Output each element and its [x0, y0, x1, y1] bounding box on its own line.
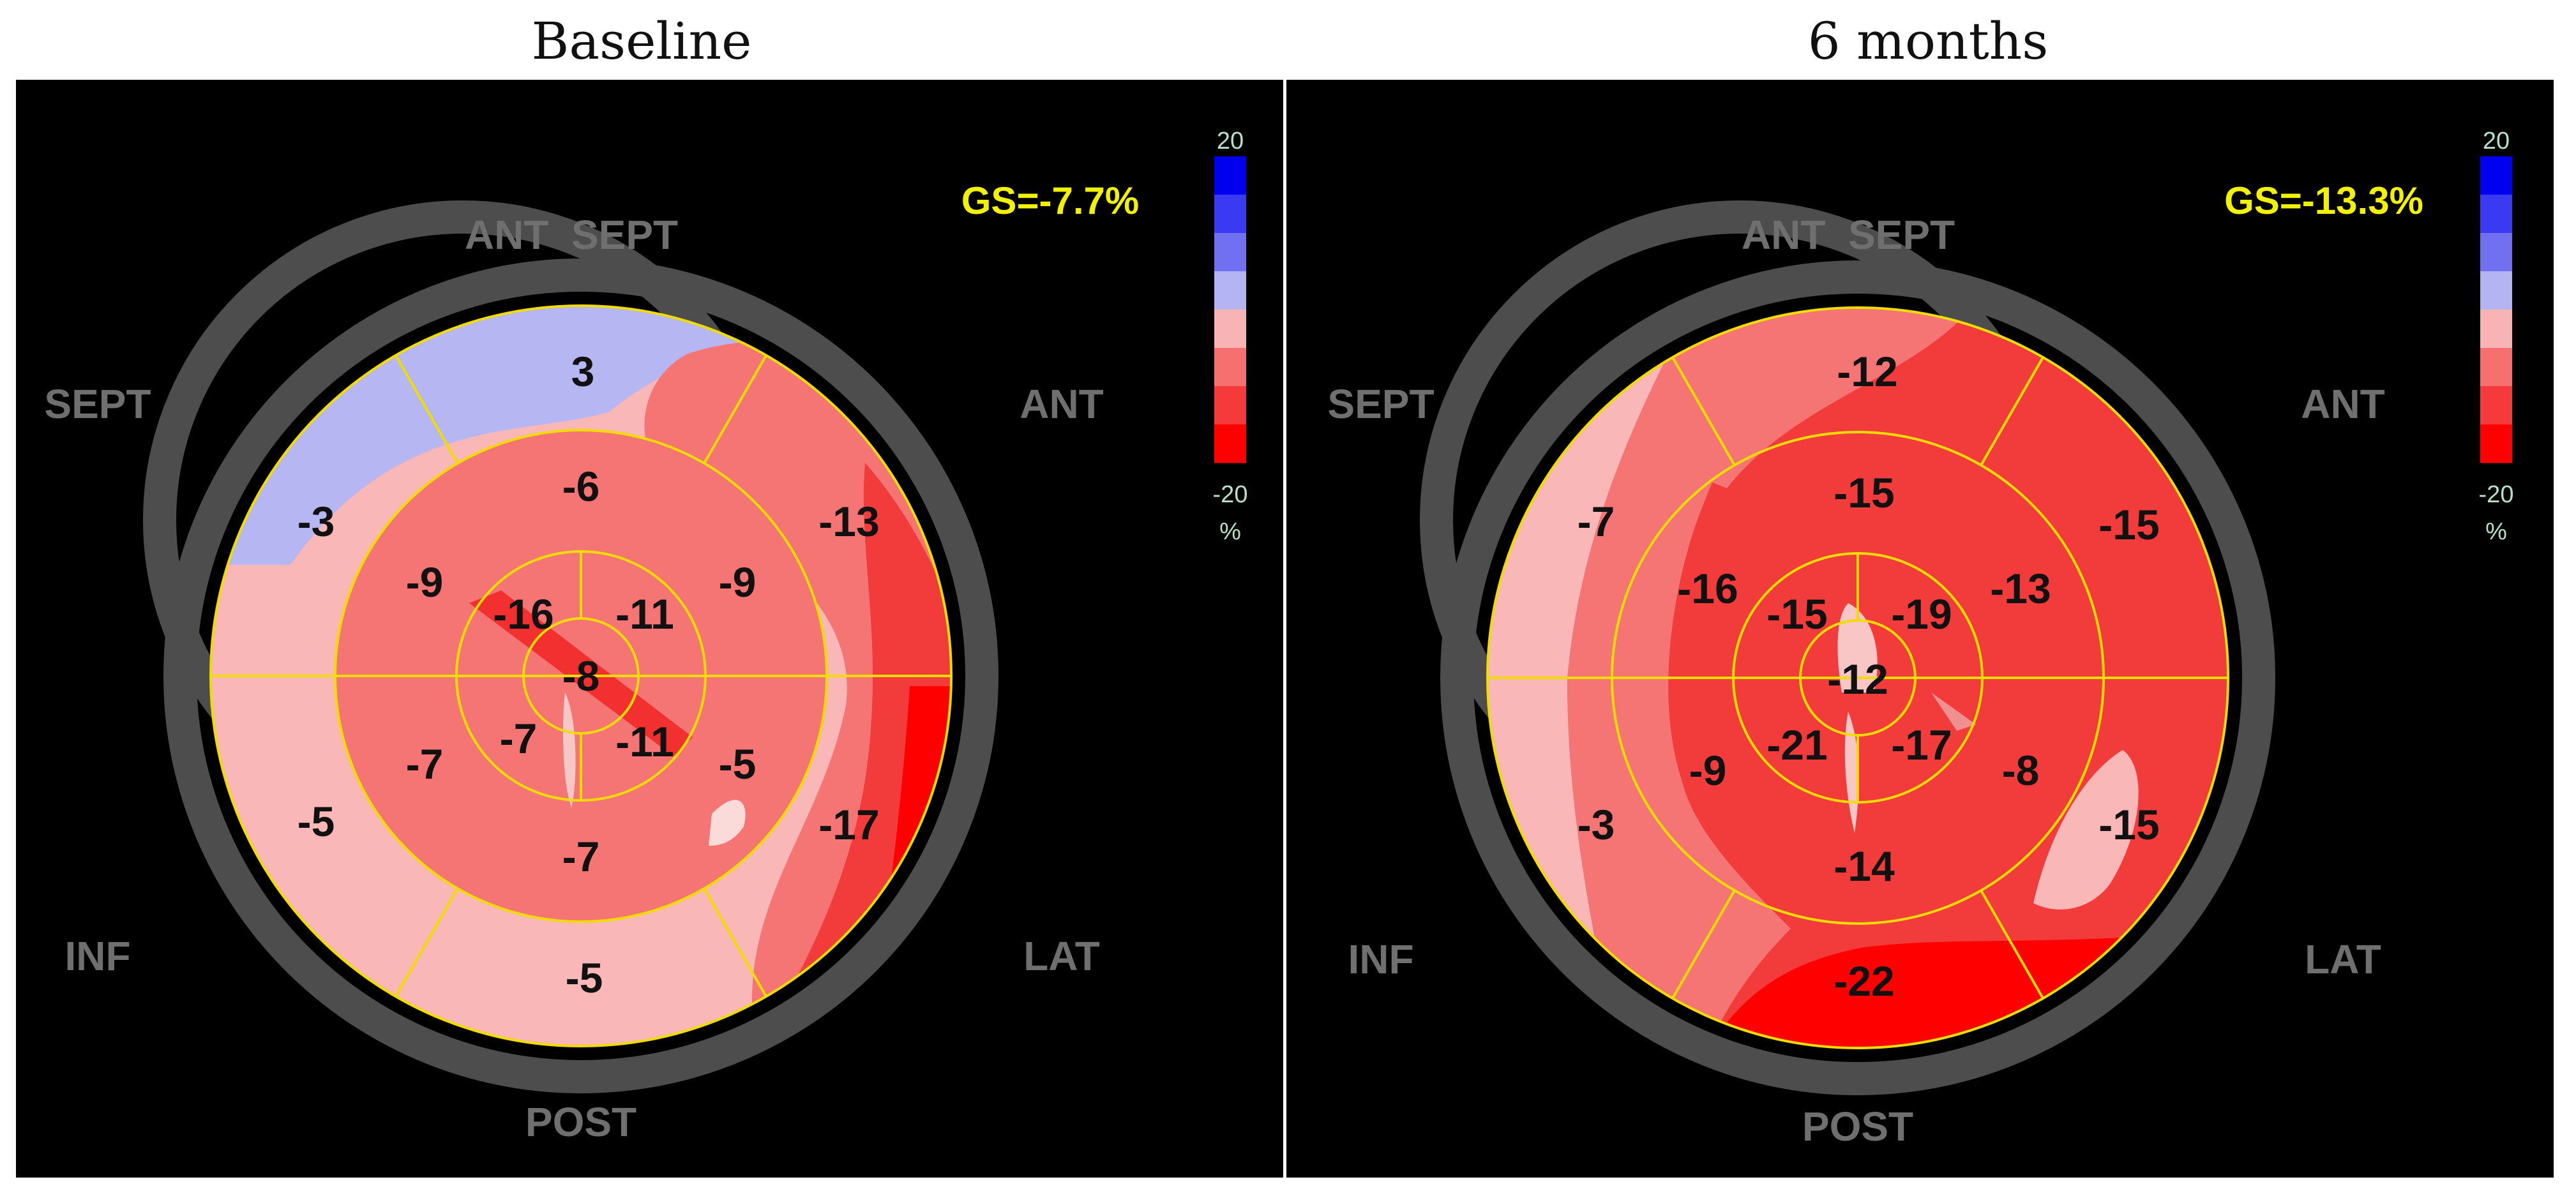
segment-value: -15: [2098, 501, 2159, 548]
segment-value: -7: [500, 715, 538, 762]
segment-value: -17: [818, 801, 879, 848]
segment-value: -12: [1837, 348, 1897, 395]
scale-max-label: 20: [2483, 128, 2510, 154]
scale-swatch: [1214, 195, 1246, 234]
scale-bar: [2480, 156, 2512, 463]
wall-label-inf: INF: [1348, 936, 1413, 982]
scale-max-label: 20: [1217, 128, 1244, 154]
segment-grid: [209, 304, 953, 1047]
segment-value: -16: [1677, 565, 1738, 612]
scale-swatch: [2480, 233, 2512, 272]
wall-label-post: POST: [1802, 1104, 1913, 1149]
apex-value: -8: [562, 652, 600, 700]
scale-swatch: [1214, 271, 1246, 310]
color-scale: 20 -20 %: [2479, 128, 2514, 545]
segment-value: -15: [1766, 590, 1827, 638]
scale-swatch: [2480, 424, 2512, 463]
bullseye-plot-6-months: -12 -15 -15 -22 -3 -7 -15 -13 -8 -14 -9 …: [1327, 128, 2514, 1149]
wall-label-post: POST: [525, 1099, 636, 1145]
segment-value: -3: [1578, 801, 1615, 848]
scale-swatch: [2480, 348, 2512, 387]
scale-swatch: [1214, 348, 1246, 387]
panel-title-6-months: 6 months: [1807, 11, 2049, 71]
scale-swatch: [1214, 386, 1246, 425]
scale-swatch: [1214, 233, 1246, 272]
segment-value: -8: [2002, 747, 2040, 794]
scale-swatch: [2480, 271, 2512, 310]
scale-swatch: [2480, 310, 2512, 348]
segment-value: -22: [1834, 957, 1894, 1005]
apex-value: -12: [1827, 655, 1888, 703]
wall-label-sept: SEPT: [44, 381, 151, 427]
segment-value: -14: [1834, 842, 1895, 890]
segment-value: -7: [406, 740, 444, 788]
segment-value: -17: [1891, 721, 1952, 768]
segment-value: -15: [2098, 801, 2159, 848]
segment-grid: [1486, 306, 2229, 1049]
scale-swatch: [2480, 386, 2512, 425]
segment-value: -13: [818, 498, 879, 545]
segment-value: -11: [615, 718, 674, 765]
segment-value: -3: [298, 498, 335, 545]
segment-value: -11: [615, 590, 674, 638]
segment-value: -5: [719, 740, 757, 788]
outer-ring: [163, 258, 998, 1093]
color-scale: 20 -20 %: [1213, 128, 1248, 545]
bullseye-plot-baseline: 3 -13 -17 -5 -5 -3 -6 -9 -5 -7 -7 -9 -11…: [44, 128, 1248, 1145]
scale-min-label: -20: [1213, 481, 1248, 508]
scale-swatch: [2480, 156, 2512, 195]
scale-swatch: [1214, 156, 1246, 195]
wall-label-ant-sept: ANT SEPT: [465, 212, 678, 258]
panel-title-baseline: Baseline: [531, 11, 752, 71]
segment-value: -7: [1578, 498, 1615, 545]
segment-value: -5: [566, 954, 603, 1001]
wall-label-lat: LAT: [2305, 936, 2381, 982]
segment-value: -19: [1891, 590, 1952, 638]
outer-ring: [1440, 260, 2275, 1095]
segment-value: -9: [406, 558, 444, 606]
wall-label-ant: ANT: [2301, 381, 2385, 427]
bullseye-panel-baseline: 3 -13 -17 -5 -5 -3 -6 -9 -5 -7 -7 -9 -11…: [16, 80, 1283, 1178]
wall-label-sept: SEPT: [1327, 381, 1434, 427]
scale-swatch: [1214, 424, 1246, 463]
segment-value: -13: [1990, 565, 2051, 612]
wall-label-lat: LAT: [1023, 933, 1100, 979]
segment-value: -6: [562, 463, 600, 510]
scale-bar: [1214, 156, 1246, 463]
wall-label-ant: ANT: [1020, 381, 1104, 427]
segment-value: -21: [1766, 721, 1827, 768]
segment-value: -9: [1689, 747, 1727, 794]
wall-label-inf: INF: [64, 933, 130, 979]
global-strain-label: GS=-13.3%: [2224, 179, 2423, 222]
segment-values: 3 -13 -17 -5 -5 -3 -6 -9 -5 -7 -7 -9 -11…: [298, 348, 880, 1001]
segment-value: -15: [1834, 469, 1894, 516]
segment-value: -5: [298, 798, 335, 845]
scale-min-label: -20: [2479, 481, 2514, 508]
segment-values: -12 -15 -15 -22 -3 -7 -15 -13 -8 -14 -9 …: [1578, 348, 2160, 1005]
scale-unit-label: %: [1219, 518, 1241, 545]
segment-value: 3: [571, 348, 595, 395]
segment-value: -9: [719, 558, 757, 606]
scale-swatch: [1214, 310, 1246, 348]
scale-unit-label: %: [2485, 518, 2507, 545]
scale-swatch: [2480, 195, 2512, 234]
bullseye-panel-6-months: -12 -15 -15 -22 -3 -7 -15 -13 -8 -14 -9 …: [1286, 80, 2554, 1178]
segment-value: -7: [562, 833, 600, 880]
wall-label-ant-sept: ANT SEPT: [1742, 212, 1955, 258]
segment-value: -16: [493, 590, 554, 638]
global-strain-label: GS=-7.7%: [961, 179, 1139, 222]
